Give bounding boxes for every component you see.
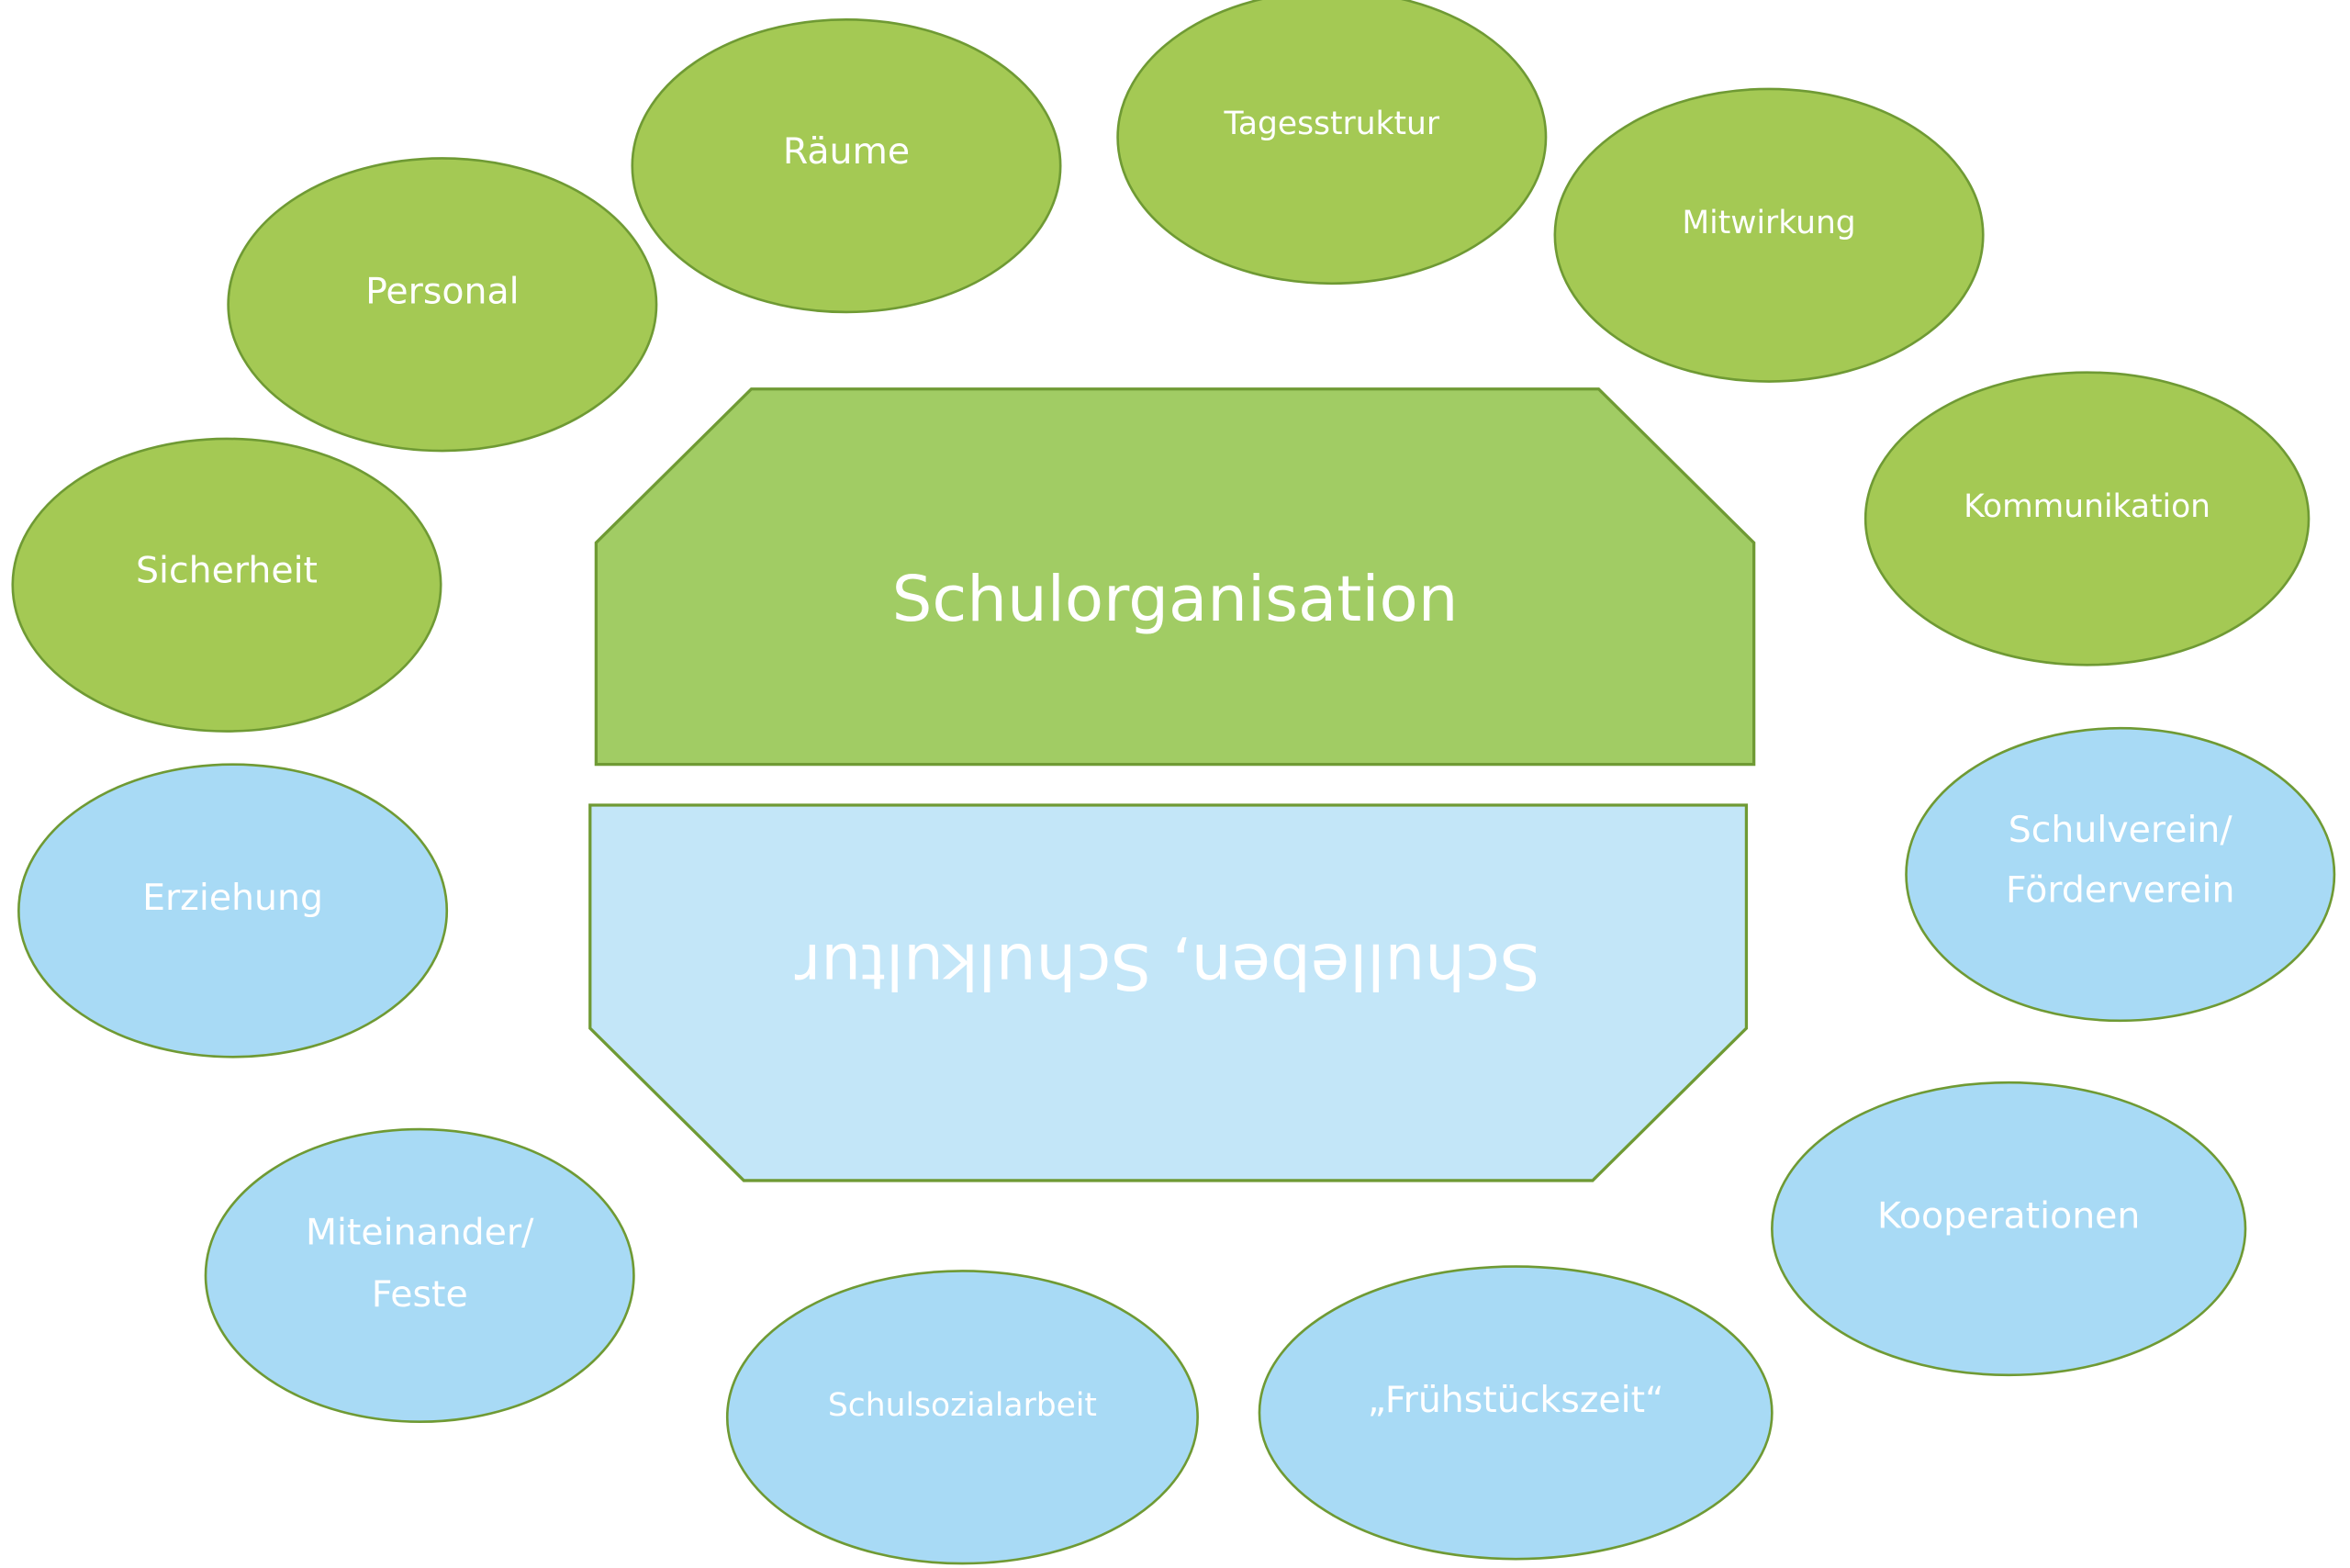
node-kooperationen: Kooperationen <box>1771 1081 2247 1377</box>
node-label: Kommunikation <box>1964 488 2210 525</box>
node-miteinander: Miteinander/ Feste <box>204 1127 635 1424</box>
node-raeume: Räume <box>631 18 1062 314</box>
node-label-line1: Miteinander/ <box>306 1212 534 1254</box>
center-schulorganisation: Schulorganisation <box>594 387 1756 767</box>
node-fruehstueckszeit: „Frühstückszeit“ <box>1258 1265 1774 1561</box>
node-label: Mitwirkung <box>1682 205 1855 241</box>
node-label: Schulsozialarbeit <box>828 1387 1097 1424</box>
center-bottom-label: Schulleben, Schulkultur <box>794 929 1539 1002</box>
node-label: Personal <box>365 271 520 313</box>
center-top-label: Schulorganisation <box>892 563 1459 636</box>
node-label: Tagesstruktur <box>1224 106 1440 142</box>
node-label: „Frühstückszeit“ <box>1368 1379 1664 1421</box>
node-schulsozialarbeit: Schulsozialarbeit <box>725 1270 1199 1565</box>
node-tagesstruktur: Tagesstruktur <box>1116 0 1548 286</box>
node-erziehung: Erziehung <box>17 763 449 1058</box>
node-personal: Personal <box>227 157 658 453</box>
node-mitwirkung: Mitwirkung <box>1553 87 1985 383</box>
node-label: Erziehung <box>142 877 323 919</box>
node-schulverein: Schulverein/ Förderverein <box>1905 726 2336 1023</box>
node-label: Kooperationen <box>1877 1194 2140 1237</box>
node-kommunikation: Kommunikation <box>1863 371 2311 666</box>
node-sicherheit: Sicherheit <box>11 437 442 733</box>
node-label-line2: Förderverein <box>2006 869 2234 912</box>
center-schulleben: Schulleben, Schulkultur <box>588 803 1749 1182</box>
node-label-line2: Feste <box>372 1273 468 1316</box>
node-label-line1: Schulverein/ <box>2009 809 2233 851</box>
node-label: Räume <box>783 130 910 173</box>
node-label: Sicherheit <box>136 550 318 592</box>
